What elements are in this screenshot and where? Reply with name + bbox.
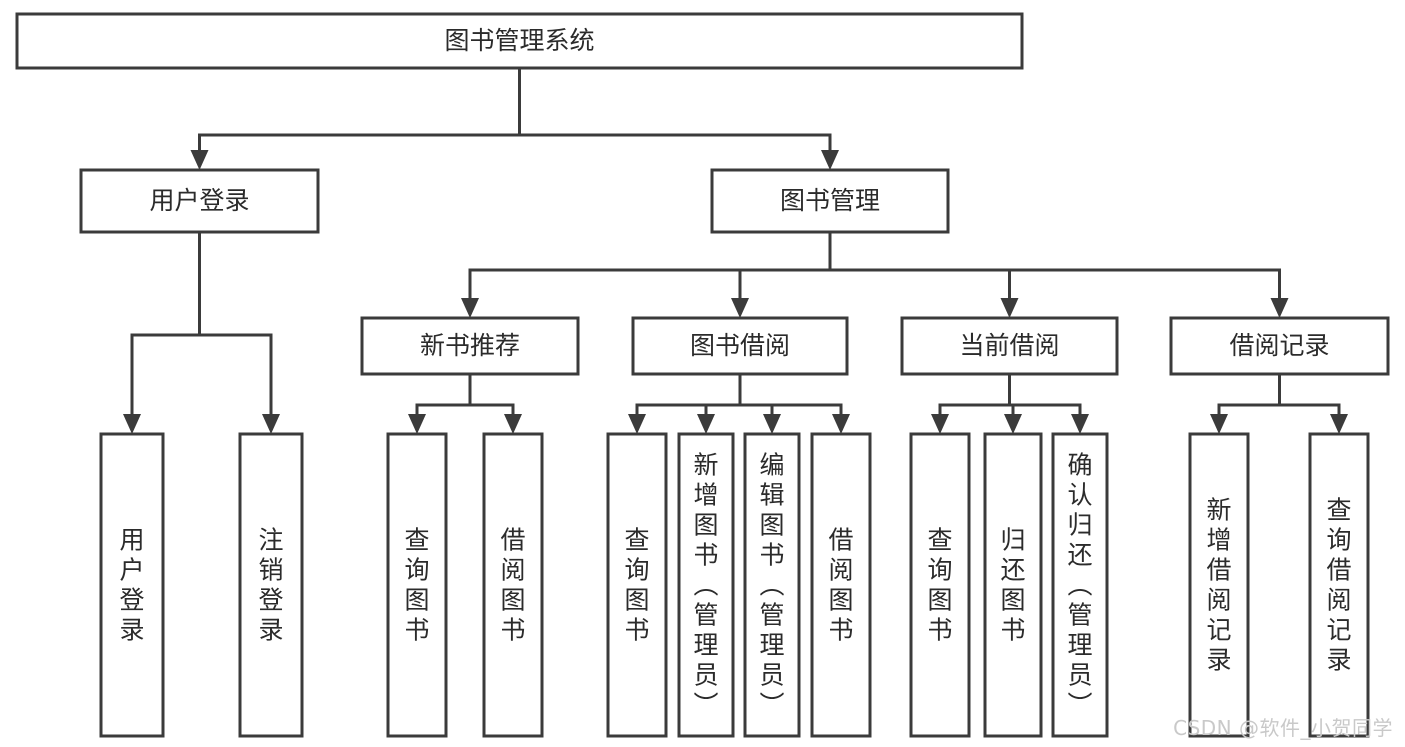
node-box bbox=[710, 168, 950, 234]
arrow-head-icon bbox=[461, 298, 479, 318]
node-level2-0[interactable]: 用户登录 bbox=[79, 168, 320, 234]
node-label: 新增图书︵管理员︶ bbox=[693, 450, 718, 719]
node-box bbox=[631, 316, 849, 376]
node-label: 借阅图书 bbox=[500, 525, 525, 644]
node-label: 图书管理系统 bbox=[444, 26, 594, 55]
arrow-head-icon bbox=[123, 414, 141, 434]
node-label: 借阅图书 bbox=[828, 525, 853, 644]
node-label: 当前借阅 bbox=[959, 331, 1059, 360]
arrow-head-icon bbox=[1270, 298, 1289, 318]
node-leaf-1[interactable]: 注销登录 bbox=[238, 432, 304, 738]
arrow-head-icon bbox=[763, 414, 781, 434]
node-box bbox=[238, 432, 304, 738]
node-box bbox=[900, 316, 1119, 376]
node-label: 注销登录 bbox=[258, 525, 283, 644]
node-box bbox=[810, 432, 872, 738]
node-label: 用户登录 bbox=[119, 525, 144, 644]
node-label: 查询图书 bbox=[404, 525, 429, 644]
arrow-head-icon bbox=[1004, 414, 1022, 434]
node-label: 查询借阅记录 bbox=[1326, 495, 1351, 674]
node-box bbox=[15, 12, 1024, 70]
arrow-head-icon bbox=[731, 298, 749, 318]
node-root-0[interactable]: 图书管理系统 bbox=[15, 12, 1024, 70]
node-leaf-9[interactable]: 归还图书 bbox=[983, 432, 1043, 738]
node-layer: 图书管理系统用户登录图书管理新书推荐图书借阅当前借阅借阅记录用户登录注销登录查询… bbox=[15, 12, 1390, 738]
node-level3-1[interactable]: 图书借阅 bbox=[631, 316, 849, 376]
node-box bbox=[909, 432, 971, 738]
node-level2-1[interactable]: 图书管理 bbox=[710, 168, 950, 234]
arrow-head-icon bbox=[931, 414, 949, 434]
node-box bbox=[1308, 432, 1370, 738]
node-leaf-0[interactable]: 用户登录 bbox=[99, 432, 165, 738]
node-leaf-7[interactable]: 借阅图书 bbox=[810, 432, 872, 738]
node-leaf-12[interactable]: 查询借阅记录 bbox=[1308, 432, 1370, 738]
node-label: 编辑图书︵管理员︶ bbox=[759, 450, 784, 719]
arrow-head-icon bbox=[190, 150, 209, 170]
watermark-text: CSDN @软件_小贺同学 bbox=[1173, 716, 1393, 740]
node-box bbox=[99, 432, 165, 738]
arrow-head-icon bbox=[628, 414, 646, 434]
node-box bbox=[606, 432, 668, 738]
node-leaf-8[interactable]: 查询图书 bbox=[909, 432, 971, 738]
node-box bbox=[1051, 432, 1109, 738]
node-label: 确认归还︵管理员︶ bbox=[1067, 450, 1092, 719]
node-box bbox=[482, 432, 544, 738]
node-leaf-6[interactable]: 编辑图书︵管理员︶ bbox=[743, 432, 801, 738]
node-leaf-4[interactable]: 查询图书 bbox=[606, 432, 668, 738]
node-box bbox=[386, 432, 448, 738]
node-label: 图书管理 bbox=[780, 186, 880, 215]
node-level3-3[interactable]: 借阅记录 bbox=[1169, 316, 1390, 376]
node-box bbox=[983, 432, 1043, 738]
arrow-head-icon bbox=[408, 414, 426, 434]
arrow-head-icon bbox=[1071, 414, 1089, 434]
node-box bbox=[360, 316, 580, 376]
node-label: 借阅记录 bbox=[1229, 331, 1329, 360]
arrow-head-icon bbox=[1210, 414, 1228, 434]
node-label: 查询图书 bbox=[927, 525, 952, 644]
node-leaf-3[interactable]: 借阅图书 bbox=[482, 432, 544, 738]
node-label: 用户登录 bbox=[149, 186, 249, 215]
node-box bbox=[1169, 316, 1390, 376]
node-box bbox=[79, 168, 320, 234]
node-leaf-11[interactable]: 新增借阅记录 bbox=[1188, 432, 1250, 738]
node-box bbox=[1188, 432, 1250, 738]
node-label: 新书推荐 bbox=[420, 331, 520, 360]
node-label: 归还图书 bbox=[1000, 525, 1025, 644]
arrow-head-icon bbox=[821, 150, 839, 170]
node-label: 查询图书 bbox=[624, 525, 649, 644]
arrow-head-icon bbox=[1000, 298, 1019, 318]
node-level3-2[interactable]: 当前借阅 bbox=[900, 316, 1119, 376]
node-box bbox=[677, 432, 735, 738]
node-box bbox=[743, 432, 801, 738]
connector-layer bbox=[123, 66, 1348, 434]
arrow-head-icon bbox=[1330, 414, 1348, 434]
node-label: 新增借阅记录 bbox=[1206, 495, 1231, 674]
arrow-head-icon bbox=[262, 414, 280, 434]
arrow-head-icon bbox=[697, 414, 715, 434]
node-leaf-10[interactable]: 确认归还︵管理员︶ bbox=[1051, 432, 1109, 738]
arrow-head-icon bbox=[832, 414, 850, 434]
arrow-head-icon bbox=[504, 414, 522, 434]
node-leaf-5[interactable]: 新增图书︵管理员︶ bbox=[677, 432, 735, 738]
node-level3-0[interactable]: 新书推荐 bbox=[360, 316, 580, 376]
node-label: 图书借阅 bbox=[690, 331, 790, 360]
node-leaf-2[interactable]: 查询图书 bbox=[386, 432, 448, 738]
